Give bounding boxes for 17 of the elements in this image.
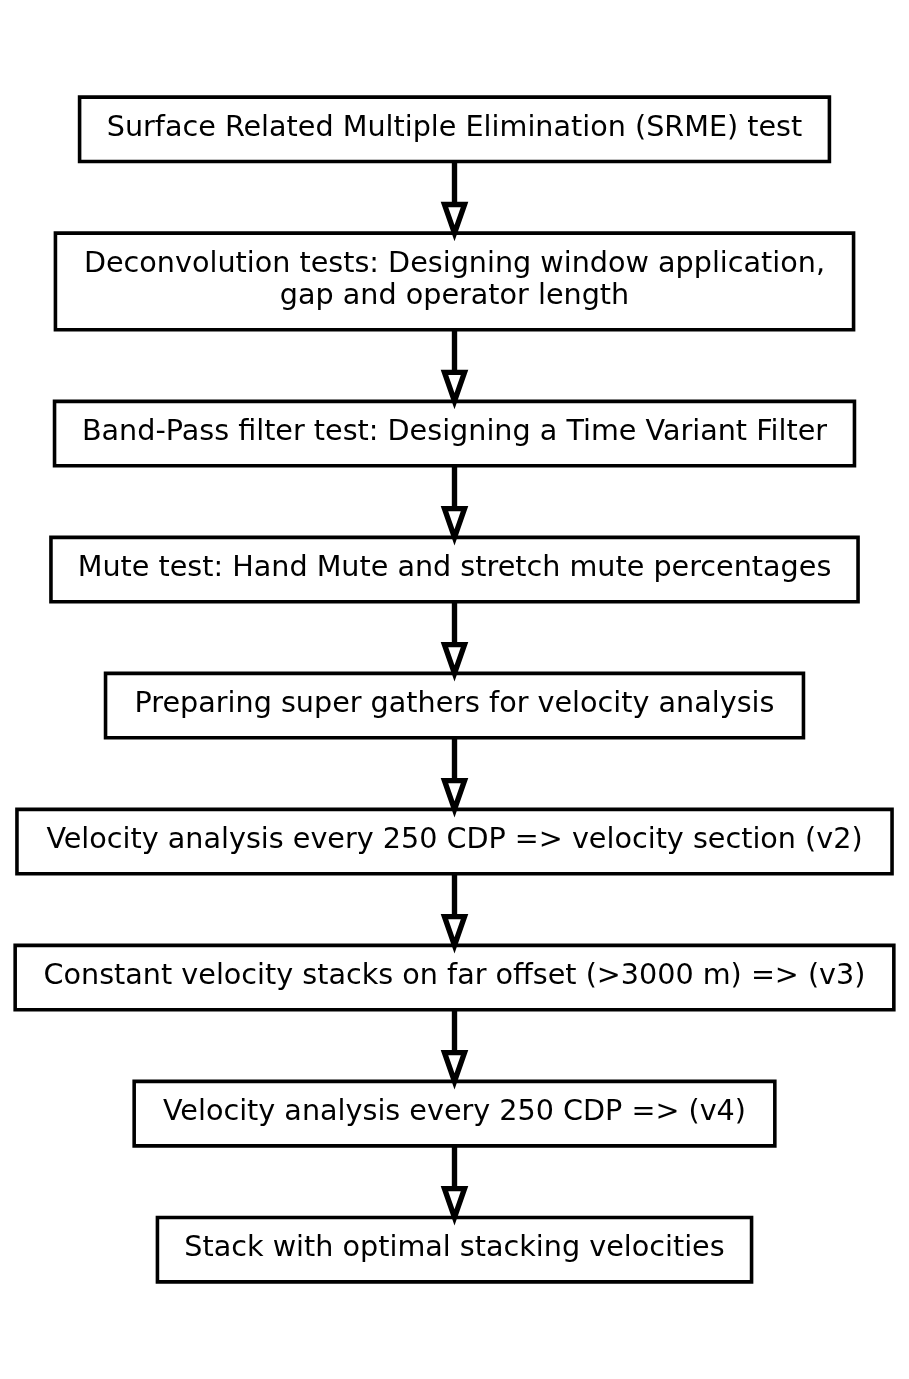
node-box: Preparing super gathers for velocity analysis: [103, 671, 806, 740]
node-box: Velocity analysis every 250 CDP => (v4): [132, 1079, 777, 1148]
arrow: [440, 602, 469, 682]
node-box: Stack with optimal stacking velocities: [155, 1215, 754, 1284]
arrow: [440, 1010, 469, 1090]
node-box: Velocity analysis every 250 CDP => velocity section (v2): [15, 807, 894, 876]
arrow: [440, 161, 469, 242]
arrow: [440, 330, 469, 410]
node-box: Surface Related Multiple Elimination (SRME) test: [77, 95, 832, 164]
arrow: [440, 874, 469, 954]
node-box: Deconvolution tests: Designing window application, gap and operator length: [53, 231, 856, 332]
arrow: [440, 738, 469, 818]
arrow: [440, 466, 469, 546]
node-box: Band-Pass filter test: Designing a Time Variant Filter: [52, 399, 857, 468]
node-box: Mute test: Hand Mute and stretch mute percentages: [49, 535, 860, 604]
node-box: Constant velocity stacks on far offset (>3000 m) => (v3): [13, 943, 896, 1012]
arrow: [440, 1146, 469, 1226]
